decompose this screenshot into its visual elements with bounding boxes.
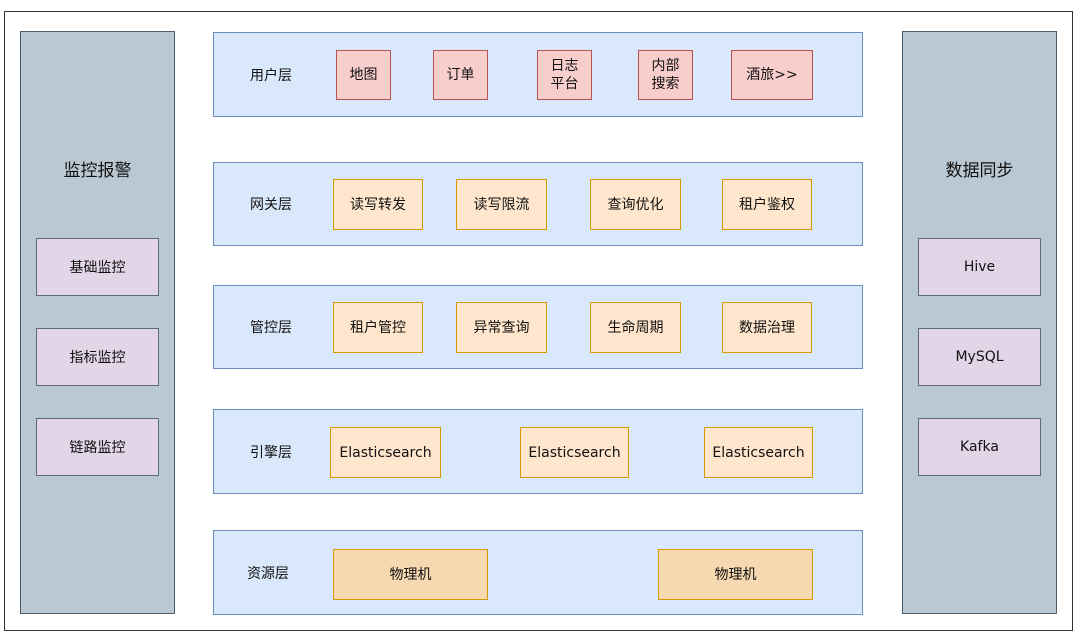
tenant-auth-box: 租户鉴权 [722,179,812,230]
elasticsearch-box-3: Elasticsearch [704,427,813,478]
trace-monitoring-box: 链路监控 [36,418,159,476]
engine-layer-label: 引擎层 [250,444,292,461]
abnormal-query-box: 异常查询 [456,302,547,353]
user-layer-label: 用户层 [250,67,292,84]
resource-layer-label: 资源层 [247,565,289,582]
user-layer: 用户层 地图 订单 日志 平台 内部 搜索 酒旅>> [213,32,863,117]
hotel-travel-box: 酒旅>> [731,50,813,100]
control-layer: 管控层 租户管控 异常查询 生命周期 数据治理 [213,285,863,369]
tenant-management-box: 租户管控 [333,302,423,353]
monitoring-panel-title: 监控报警 [63,161,132,181]
elasticsearch-box-2: Elasticsearch [520,427,629,478]
basic-monitoring-box: 基础监控 [36,238,159,296]
order-box: 订单 [433,50,488,100]
data-sync-panel-title: 数据同步 [945,161,1014,181]
map-box: 地图 [336,50,391,100]
gateway-layer-label: 网关层 [250,197,292,213]
log-platform-box: 日志 平台 [537,50,592,100]
lifecycle-box: 生命周期 [590,302,681,353]
read-write-rate-limit-box: 读写限流 [456,179,547,230]
physical-machine-box-2: 物理机 [658,549,813,600]
hive-box: Hive [918,238,1041,296]
resource-layer: 资源层 物理机 物理机 [213,530,863,615]
gateway-layer: 网关层 读写转发 读写限流 查询优化 租户鉴权 [213,162,863,246]
data-governance-box: 数据治理 [722,302,812,353]
kafka-box: Kafka [918,418,1041,476]
metric-monitoring-box: 指标监控 [36,328,159,386]
physical-machine-box-1: 物理机 [333,549,488,600]
monitoring-panel: 监控报警 基础监控 指标监控 链路监控 [20,31,175,614]
control-layer-label: 管控层 [250,320,292,336]
internal-search-box: 内部 搜索 [638,50,693,100]
mysql-box: MySQL [918,328,1041,386]
query-optimization-box: 查询优化 [590,179,681,230]
elasticsearch-box-1: Elasticsearch [330,427,441,478]
engine-layer: 引擎层 Elasticsearch Elasticsearch Elastics… [213,409,863,494]
data-sync-panel: 数据同步 Hive MySQL Kafka [902,31,1057,614]
read-write-forward-box: 读写转发 [333,179,423,230]
